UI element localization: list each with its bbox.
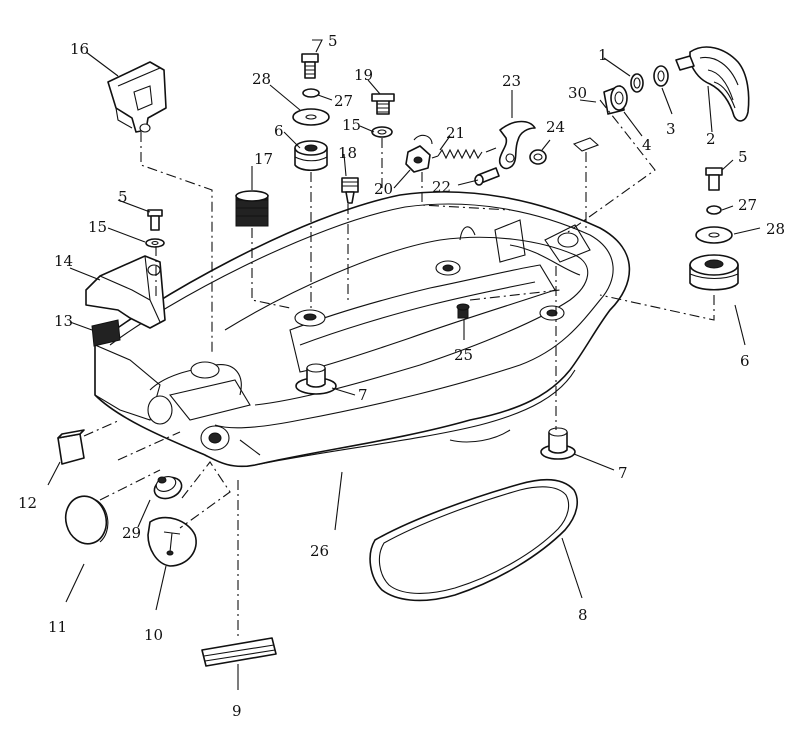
callout-28-right: 28 xyxy=(766,220,785,238)
washer-part-3 xyxy=(653,65,669,87)
plug-part-11 xyxy=(64,495,109,545)
washer-part-15-left xyxy=(145,238,165,248)
callout-10: 10 xyxy=(144,626,163,644)
rubber-mount-part-6-top xyxy=(294,140,328,172)
leader-lines xyxy=(47,39,761,690)
callout-labels: 16 5 28 27 6 17 18 19 15 20 21 22 23 24 … xyxy=(18,32,785,720)
callout-30: 30 xyxy=(568,84,587,102)
callout-5-left: 5 xyxy=(118,188,128,206)
callout-2: 2 xyxy=(706,130,716,148)
washer-part-15-top xyxy=(371,126,393,138)
seal-part-10 xyxy=(147,516,197,567)
bracket-part-20 xyxy=(405,134,433,173)
bolt-part-25 xyxy=(456,303,470,319)
callout-28-top: 28 xyxy=(252,70,271,88)
callout-20: 20 xyxy=(374,180,393,198)
callout-24: 24 xyxy=(546,118,565,136)
callout-16: 16 xyxy=(70,40,89,58)
callout-7-inner: 7 xyxy=(358,386,368,404)
bottom-cowling-part-26 xyxy=(94,191,631,468)
callout-12: 12 xyxy=(18,494,37,512)
pad-part-13 xyxy=(91,319,121,347)
callout-29: 29 xyxy=(122,524,141,542)
hook-part-23 xyxy=(498,120,536,170)
plate-part-30 xyxy=(572,137,600,152)
bolt-part-5-right xyxy=(705,167,723,191)
grommet-part-7-inner xyxy=(295,363,337,395)
latch-lever-part-2 xyxy=(675,46,750,122)
callout-11: 11 xyxy=(48,618,67,636)
grommet-part-29 xyxy=(153,476,183,500)
callout-19: 19 xyxy=(354,66,373,84)
callout-27-top: 27 xyxy=(334,92,353,110)
lock-washer-part-27-top xyxy=(302,88,320,98)
callout-9: 9 xyxy=(232,702,242,720)
rubber-strip-part-9 xyxy=(201,637,277,667)
bushing-part-4 xyxy=(603,85,628,115)
callout-27-right: 27 xyxy=(738,196,757,214)
callout-14: 14 xyxy=(54,252,73,270)
handle-bracket-part-14 xyxy=(85,255,166,329)
callout-8: 8 xyxy=(578,606,588,624)
bolt-part-5-top xyxy=(301,53,319,79)
screw-part-19 xyxy=(371,93,395,115)
spring-part-21 xyxy=(431,147,497,160)
callout-23: 23 xyxy=(502,72,521,90)
callout-7-outer: 7 xyxy=(618,464,628,482)
callout-5-top: 5 xyxy=(328,32,338,50)
callout-21: 21 xyxy=(446,124,465,142)
washer-part-1 xyxy=(630,73,644,93)
callout-15-left: 15 xyxy=(88,218,107,236)
washer-part-28-right xyxy=(695,226,733,244)
callout-17: 17 xyxy=(254,150,273,168)
callout-26: 26 xyxy=(310,542,329,560)
bracket-part-16 xyxy=(107,61,167,133)
washer-part-28-top xyxy=(292,108,330,126)
callout-3: 3 xyxy=(666,120,676,138)
callout-6-right: 6 xyxy=(740,352,750,370)
callout-4: 4 xyxy=(642,136,652,154)
callout-25: 25 xyxy=(454,346,473,364)
rubber-mount-part-6-right xyxy=(689,254,739,291)
bolt-part-5-left xyxy=(147,209,163,231)
callout-15-top: 15 xyxy=(342,116,361,134)
callout-1: 1 xyxy=(598,46,608,64)
pin-part-22 xyxy=(474,167,500,186)
spring-part-24 xyxy=(529,149,547,165)
grommet-part-7-outer xyxy=(540,427,576,460)
callout-6-top: 6 xyxy=(274,122,284,140)
callout-22: 22 xyxy=(432,178,451,196)
gasket-part-8 xyxy=(369,478,579,602)
callout-13: 13 xyxy=(54,312,73,330)
callout-5-right: 5 xyxy=(738,148,748,166)
lock-washer-part-27-right xyxy=(706,205,722,215)
grommet-part-17 xyxy=(235,190,269,227)
callout-18: 18 xyxy=(338,144,357,162)
plug-part-18 xyxy=(341,177,359,204)
cap-part-12 xyxy=(57,429,85,465)
